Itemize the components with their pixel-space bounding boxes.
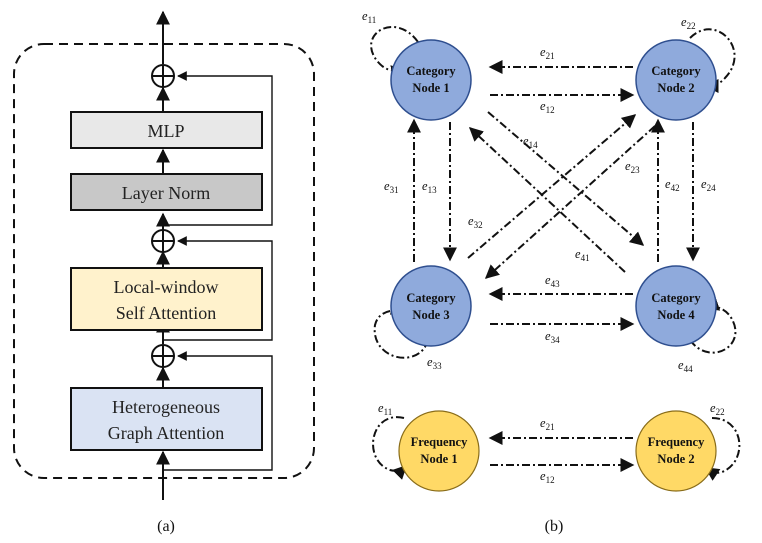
frequency-node-1: Frequency Node 1 — [398, 410, 480, 492]
edge-label-e21: e21 — [540, 45, 555, 61]
category-node-2: Category Node 2 — [635, 39, 717, 121]
layer-norm-block — [70, 173, 263, 211]
freq-self-loop-2 — [704, 417, 741, 481]
residual-connection-2 — [163, 236, 273, 341]
freq-edge-label-e11: e11 — [378, 401, 392, 417]
category-node-4-line1: Category — [651, 291, 701, 305]
category-node-1-line1: Category — [406, 64, 456, 78]
panel-a: MLP Layer Norm Local-window Self Attenti… — [13, 10, 315, 535]
edge-label-e34: e34 — [545, 329, 560, 345]
edge-3-to-2 — [467, 114, 637, 259]
category-node-3-line1: Category — [406, 291, 456, 305]
caption-a: (a) — [157, 518, 175, 535]
edge-label-e41: e41 — [575, 247, 590, 263]
graph-attention-block — [70, 387, 263, 451]
frequency-node-2-line2: Node 2 — [657, 452, 694, 466]
freq-edge-label-e21: e21 — [540, 416, 555, 432]
add-operator-2 — [151, 229, 175, 253]
category-node-4-line2: Node 4 — [657, 308, 695, 322]
edge-label-e22: e22 — [681, 15, 696, 31]
edge-label-e23: e23 — [625, 159, 640, 175]
edge-label-e24: e24 — [701, 177, 716, 193]
edge-label-e33: e33 — [427, 355, 442, 371]
panel-b: Category Node 1 Category Node 2 Category… — [362, 9, 741, 535]
freq-self-loop-1 — [372, 416, 407, 480]
category-node-3-line2: Node 3 — [412, 308, 449, 322]
edge-label-e42: e42 — [665, 177, 680, 193]
mlp-label: MLP — [147, 121, 184, 141]
mlp-block — [70, 111, 263, 149]
category-node-1: Category Node 1 — [390, 39, 472, 121]
add-operator-1 — [151, 344, 175, 368]
local-attention-label-line1: Local-window — [114, 277, 219, 297]
residual-connection-1 — [163, 351, 273, 471]
edge-label-e44: e44 — [678, 358, 693, 374]
category-node-2-line1: Category — [651, 64, 701, 78]
edge-label-e43: e43 — [545, 273, 560, 289]
edge-2-to-3 — [484, 125, 656, 279]
local-window-attention-block — [70, 267, 263, 331]
edge-label-e13: e13 — [422, 179, 437, 195]
edge-label-e31: e31 — [384, 179, 399, 195]
graph-attention-label-line2: Graph Attention — [108, 423, 224, 443]
edge-1-to-4 — [487, 111, 645, 246]
edge-label-e11: e11 — [362, 9, 376, 25]
add-operator-3 — [151, 64, 175, 88]
local-attention-label-line2: Self Attention — [116, 303, 217, 323]
self-loop-4 — [689, 297, 737, 354]
frequency-node-2-line1: Frequency — [648, 435, 705, 449]
category-node-3: Category Node 3 — [390, 265, 472, 347]
edge-label-e32: e32 — [468, 214, 483, 230]
edge-label-e14: e14 — [523, 134, 538, 150]
edge-label-e12: e12 — [540, 99, 555, 115]
freq-edge-label-e22: e22 — [710, 401, 725, 417]
frequency-node-2: Frequency Node 2 — [635, 410, 717, 492]
category-node-2-line2: Node 2 — [657, 81, 694, 95]
category-node-1-line2: Node 1 — [412, 81, 449, 95]
layer-norm-label: Layer Norm — [122, 183, 210, 203]
graph-attention-label-line1: Heterogeneous — [112, 397, 220, 417]
residual-connection-3 — [163, 71, 273, 226]
freq-edge-label-e12: e12 — [540, 469, 555, 485]
frequency-node-1-line2: Node 1 — [420, 452, 457, 466]
edge-4-to-1 — [468, 127, 626, 273]
self-loop-3 — [373, 301, 429, 359]
caption-b: (b) — [545, 518, 564, 535]
frequency-node-1-line1: Frequency — [411, 435, 468, 449]
category-node-4: Category Node 4 — [635, 265, 717, 347]
